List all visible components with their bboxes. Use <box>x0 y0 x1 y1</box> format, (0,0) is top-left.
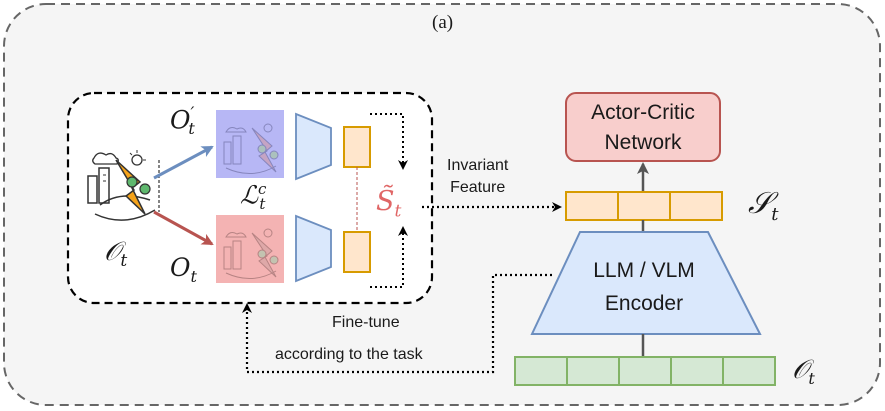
state-vector <box>565 191 723 221</box>
observation-vector <box>514 356 776 386</box>
actor-critic-box <box>565 92 721 162</box>
finetune-task-label: according to the task <box>275 346 423 363</box>
original-observation-symbol: O <box>170 253 191 282</box>
contrastive-loss-label: ℒct <box>240 180 267 214</box>
feature-vector-bottom <box>343 231 371 273</box>
city-scene-icon <box>87 150 160 221</box>
state-label: 𝒮t <box>748 186 778 225</box>
augmented-observation-prime: ′ <box>190 104 195 124</box>
encoder-line1: LLM / VLM <box>593 259 695 282</box>
encoder-line2: Encoder <box>604 292 684 315</box>
panel-label: (a) <box>432 12 454 33</box>
augment-arrow-blue <box>153 145 214 180</box>
raw-observation-label: 𝒪t <box>104 237 127 271</box>
finetune-feedback-arrow <box>242 273 552 374</box>
augmented-observation-symbol: O <box>170 105 191 135</box>
top-feature-to-invariant-arrow <box>370 113 408 170</box>
llm-vlm-encoder <box>530 231 762 335</box>
bottom-observation-symbol: 𝒪 <box>792 355 809 385</box>
invariant-label: Invariant <box>447 157 509 174</box>
actor-critic-line1: Actor-Critic <box>591 101 695 124</box>
actor-critic-line2: Network <box>604 131 682 154</box>
raw-observation-symbol: 𝒪 <box>104 237 121 267</box>
raw-observation-subscript: t <box>120 251 128 272</box>
augmented-observation-label: O′t <box>170 104 195 138</box>
invariant-feature-symbol: S̃ <box>376 186 395 217</box>
bottom-observation-subscript: t <box>808 369 815 389</box>
augmented-observation-subscript: t <box>188 119 195 139</box>
state-symbol: 𝒮 <box>748 186 772 221</box>
original-observation-label: Ot <box>170 253 197 286</box>
bottom-feature-to-invariant-arrow <box>370 226 408 288</box>
encoder-bottom <box>295 214 332 283</box>
invariant-feature-symbol-label: S̃t <box>376 186 401 221</box>
original-observation-image <box>216 215 284 283</box>
augmented-observation-image <box>216 110 284 178</box>
invariant-feature-subscript: t <box>394 201 402 222</box>
original-observation-subscript: t <box>190 267 197 286</box>
actor-critic-text: Actor-Critic Network <box>566 98 720 158</box>
augment-arrow-red <box>153 210 214 246</box>
bottom-observation-label: 𝒪t <box>792 355 815 388</box>
feature-label: Feature <box>450 179 506 196</box>
encoder-text: LLM / VLM Encoder <box>564 254 724 320</box>
encoder-top <box>295 112 332 181</box>
feature-vector-top <box>343 126 371 168</box>
invariant-feature-text: Invariant Feature <box>447 155 508 199</box>
contrastive-loss-symbol: ℒ <box>240 180 259 210</box>
contrastive-loss-subscript: t <box>259 195 266 214</box>
contrastive-loss-superscript: c <box>258 180 267 198</box>
state-subscript: t <box>771 204 779 225</box>
finetune-label: Fine-tune <box>332 314 400 331</box>
